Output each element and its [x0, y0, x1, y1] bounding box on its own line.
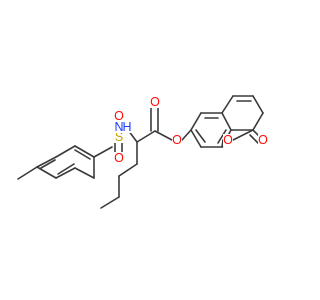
ring-o-bg: [223, 134, 233, 146]
sulfonyl-oxygen-top: O: [114, 109, 124, 123]
bond-line: [36, 156, 57, 168]
bond-line: [221, 112, 232, 131]
bond-line: [252, 95, 264, 114]
bond-line: [57, 163, 75, 175]
bond-line: [181, 129, 192, 141]
bond-line: [17, 166, 38, 180]
sulfonyl-o-bottom-bg: [114, 152, 124, 164]
carbonyl-o-bg: [150, 96, 160, 108]
bond-line: [217, 129, 227, 144]
bond-line: [55, 145, 76, 158]
bond-line: [195, 129, 206, 143]
bond-line: [36, 166, 57, 179]
bond-line: [232, 129, 254, 141]
ester-o-bg: [172, 134, 182, 146]
bond-line: [118, 163, 138, 177]
bond-line: [100, 196, 120, 209]
bond-line: [221, 95, 234, 114]
amine-nitrogen: N: [114, 120, 123, 134]
sulfonyl-oxygen-bottom: O: [114, 151, 124, 165]
bond-line: [190, 129, 202, 148]
bond-line: [74, 167, 95, 179]
bond-line: [74, 145, 95, 158]
bond-line: [221, 139, 224, 148]
sulfur-bg: [114, 131, 124, 143]
carbonyl-oxygen: O: [150, 95, 160, 109]
lactone-carbonyl-oxygen: O: [258, 133, 268, 147]
bond-line: [190, 112, 202, 131]
bond-line: [93, 146, 113, 158]
sulfonyl-o-top-bg: [114, 110, 124, 122]
bond-line: [55, 167, 76, 179]
bond-line: [154, 130, 173, 141]
ester-oxygen: O: [172, 133, 182, 147]
lactone-o-bg: [258, 134, 268, 146]
amine-bg: [114, 120, 132, 133]
chemical-structure: O S O N H O O O O: [17, 95, 268, 209]
amine-hydrogen: H: [122, 120, 131, 134]
bond-line: [74, 149, 91, 160]
bond-line: [136, 130, 156, 143]
sulfur-atom: S: [115, 130, 123, 144]
bond-lines: [17, 95, 264, 209]
bond-line: [40, 159, 56, 169]
ring-oxygen: O: [223, 133, 233, 147]
bond-line: [252, 112, 264, 131]
